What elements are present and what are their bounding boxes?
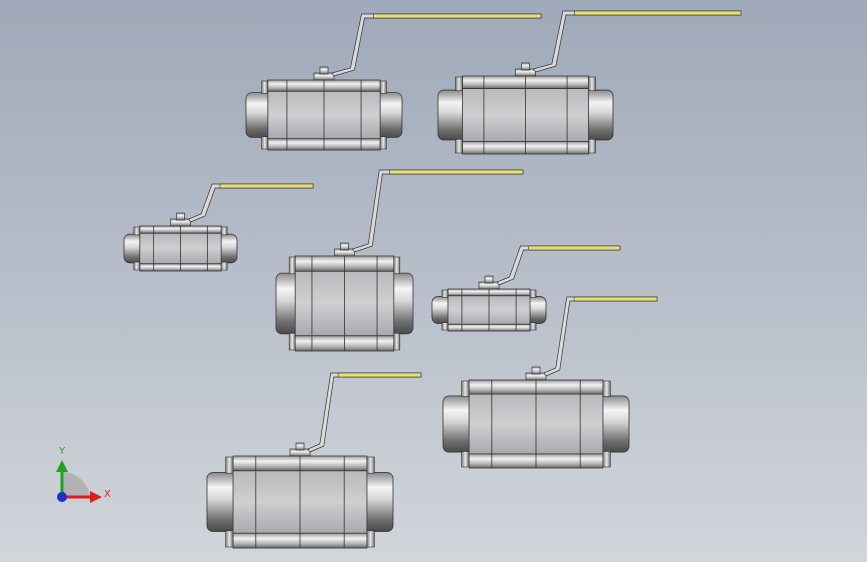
pipe-end-right	[598, 395, 630, 453]
handle-grip	[219, 183, 314, 189]
bolt-head	[366, 456, 375, 474]
bolt-head	[529, 289, 537, 298]
bolt-head	[455, 138, 463, 154]
x-axis-label: X	[104, 489, 111, 500]
bolt-head	[455, 76, 463, 92]
triad-plane-icon	[62, 471, 90, 497]
valve-4[interactable]	[275, 169, 524, 352]
bolt-head	[225, 456, 234, 474]
handle-lever	[496, 245, 621, 286]
bolt-head	[602, 380, 611, 397]
stem-cap	[176, 212, 185, 221]
bolt-head	[379, 136, 387, 150]
valve-2[interactable]	[437, 10, 742, 155]
bolt-head	[133, 261, 141, 271]
handle-grip	[389, 169, 524, 175]
stem-cap	[319, 66, 329, 75]
bolt-head	[588, 76, 596, 92]
handle-lever	[532, 10, 742, 73]
handle-lever	[543, 296, 658, 377]
stem-cap	[521, 62, 530, 71]
bolt-head	[379, 80, 387, 94]
bolt-head	[461, 451, 470, 468]
handle-lever	[187, 183, 314, 223]
bolt-head	[602, 451, 611, 468]
bolt-head	[529, 322, 537, 331]
handle-lever	[307, 372, 422, 453]
bolt-head	[288, 256, 296, 275]
pipe-end-left	[442, 395, 474, 453]
pipe-end-left	[206, 472, 238, 532]
valve-7[interactable]	[206, 372, 422, 549]
stem-cap	[295, 442, 305, 451]
y-axis-arrowhead	[56, 460, 68, 472]
coordinate-triad: Y X	[56, 446, 111, 503]
bolt-head	[220, 226, 228, 236]
handle-lever	[331, 13, 542, 77]
valve-3[interactable]	[123, 183, 314, 272]
bolt-head	[261, 136, 269, 150]
bolt-head	[441, 289, 449, 298]
valve-6[interactable]	[442, 296, 658, 469]
bolt-head	[220, 261, 228, 271]
stem-cap	[484, 275, 494, 284]
handle-grip	[373, 13, 542, 19]
bolt-head	[225, 530, 234, 548]
bolt-head	[461, 380, 470, 397]
y-axis-label: Y	[58, 446, 66, 457]
valve-1[interactable]	[245, 13, 542, 151]
handle-lever	[351, 169, 524, 253]
z-axis-dot	[57, 492, 67, 502]
bolt-head	[261, 80, 269, 94]
x-axis-arrowhead	[90, 491, 102, 503]
valve-5[interactable]	[431, 245, 621, 332]
bolt-head	[366, 530, 375, 548]
bolt-head	[588, 138, 596, 154]
handle-grip	[337, 372, 422, 378]
bolt-head	[393, 332, 401, 351]
stem-cap	[340, 242, 349, 251]
handle-grip	[574, 10, 742, 16]
handle-grip	[527, 245, 621, 251]
bolt-head	[133, 226, 141, 236]
bolt-head	[441, 322, 449, 331]
bolt-head	[393, 256, 401, 275]
stem-cap	[531, 366, 541, 375]
pipe-end-right	[362, 472, 394, 532]
bolt-head	[288, 332, 296, 351]
handle-grip	[573, 296, 658, 302]
